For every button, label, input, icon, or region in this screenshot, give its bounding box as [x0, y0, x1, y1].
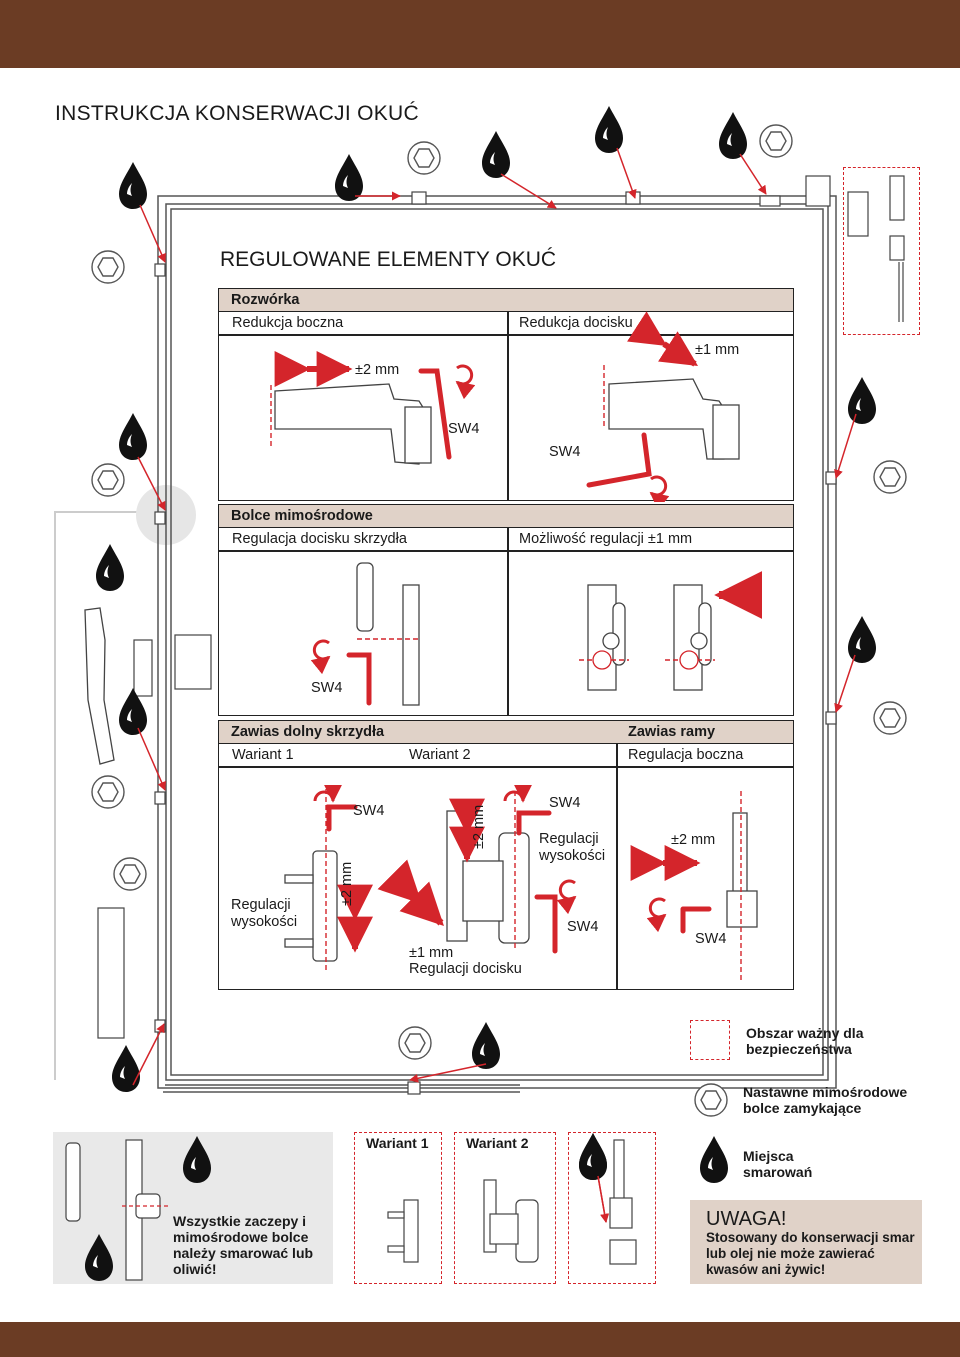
wariant1-box	[354, 1132, 442, 1284]
rozworka-left-sub: Redukcja boczna	[232, 315, 344, 331]
divider	[616, 744, 618, 989]
zawias-header-right: Zawias ramy	[628, 724, 716, 740]
zawias-rama-adj: ±2 mm	[671, 832, 716, 848]
bolce-table: Bolce mimośrodowe Regulacja docisku skrz…	[218, 504, 794, 716]
rozworka-header: Rozwórka	[219, 289, 793, 312]
zawias-rama-tool: SW4	[695, 931, 727, 947]
legend-bolts: Nastawne mimośrodowe bolce zamykające	[743, 1084, 908, 1116]
zawias-w2-tool-mid: SW4	[567, 919, 599, 935]
bolce-header: Bolce mimośrodowe	[219, 505, 793, 528]
rozworka-illustration	[270, 311, 740, 502]
zawias-header-left: Zawias dolny skrzydła	[231, 724, 385, 740]
wariant2-box	[454, 1132, 556, 1284]
rama-box	[568, 1132, 656, 1284]
zawias-w1-height: Regulacji wysokości	[231, 897, 298, 930]
rozworka-right-tool: SW4	[549, 444, 581, 460]
rozworka-left-adj: ±2 mm	[355, 362, 400, 378]
divider	[219, 766, 793, 768]
rozworka-table: Rozwórka Redukcja boczna Redukcja docisk…	[218, 288, 794, 502]
zawias-w1-tool: SW4	[353, 803, 385, 819]
safety-area-hinge	[843, 167, 920, 335]
legend-safety-icon	[690, 1020, 730, 1060]
top-band	[0, 0, 960, 68]
bolce-illustration	[310, 562, 763, 706]
zawias-table: Zawias dolny skrzydła Zawias ramy Warian…	[218, 720, 794, 990]
zawias-header: Zawias dolny skrzydła Zawias ramy	[219, 721, 793, 744]
bolce-left-sub: Regulacja docisku skrzydła	[232, 531, 407, 547]
note-text: Wszystkie zaczepy i mimośrodowe bolce na…	[173, 1213, 314, 1277]
rozworka-left-tool: SW4	[448, 421, 480, 437]
wariant2-label: Wariant 2	[466, 1135, 529, 1151]
section-subtitle: REGULOWANE ELEMENTY OKUĆ	[220, 248, 557, 271]
bolce-right-sub: Możliwość regulacji ±1 mm	[519, 531, 693, 547]
legend-area: Obszar ważny dla bezpieczeństwa	[746, 1025, 864, 1057]
zawias-illustration	[284, 784, 758, 981]
zawias-w2-adj: ±1 mm	[409, 945, 454, 961]
bottom-band	[0, 1322, 960, 1357]
zawias-w2-height: Regulacji wysokości	[539, 831, 606, 864]
warning-title: UWAGA!	[706, 1208, 787, 1230]
zawias-wariant2: Wariant 2	[409, 747, 471, 763]
zawias-w2-adj-vert: ±2 mm	[471, 804, 487, 849]
zawias-w2-docisk: Regulacji docisku	[409, 961, 522, 977]
rozworka-right-sub: Redukcja docisku	[519, 315, 633, 331]
zawias-right-sub: Regulacja boczna	[628, 747, 744, 763]
warning-box: UWAGA! Stosowany do konserwacji smar lub…	[690, 1200, 922, 1284]
zawias-w2-tool-top: SW4	[549, 795, 581, 811]
divider	[219, 334, 793, 336]
bolce-tool: SW4	[311, 680, 343, 696]
page-title: INSTRUKCJA KONSERWACJI OKUĆ	[55, 102, 419, 125]
divider	[507, 528, 509, 715]
zawias-w1-adj: ±2 mm	[339, 861, 355, 906]
divider	[507, 312, 509, 500]
divider	[219, 550, 793, 552]
rozworka-right-adj: ±1 mm	[695, 342, 740, 358]
legend-lube: Miejsca smarowań	[743, 1148, 813, 1180]
zawias-wariant1: Wariant 1	[232, 747, 294, 763]
wariant1-label: Wariant 1	[366, 1135, 429, 1151]
warning-text: Stosowany do konserwacji smar lub olej n…	[706, 1230, 915, 1277]
